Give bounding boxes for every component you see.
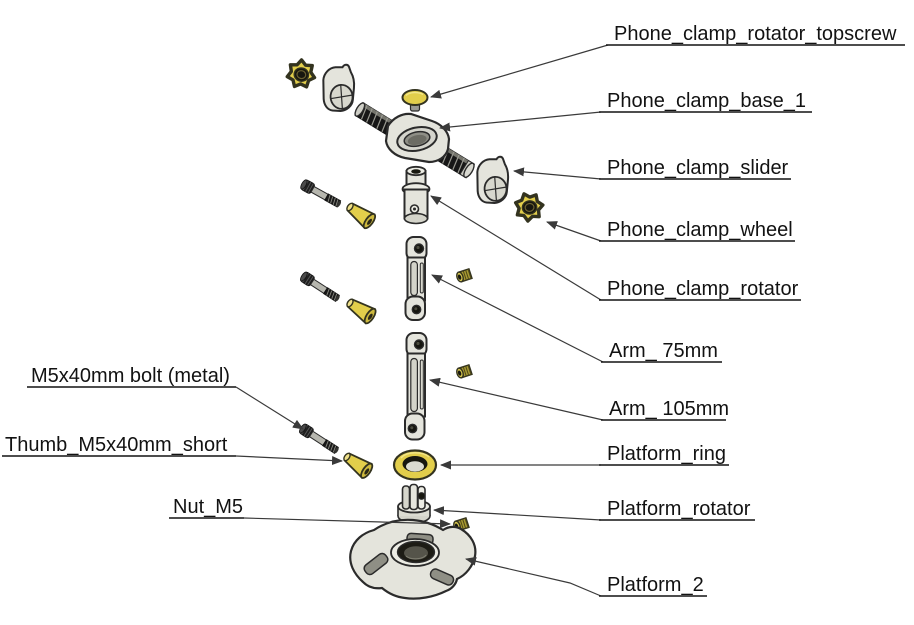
platform-rotator-part — [397, 483, 431, 524]
phone-clamp-wheel-right-part — [512, 189, 547, 225]
leader-arm-75mm — [431, 274, 604, 363]
label-phone-clamp-slider: Phone_clamp_slider — [607, 157, 789, 179]
label-m5x40mm-bolt: M5x40mm bolt (metal) — [31, 365, 230, 387]
leaders-layer — [235, 44, 609, 597]
leader-phone-clamp-rotator-topscrew — [430, 44, 609, 99]
label-nut-m5: Nut_M5 — [173, 496, 243, 518]
label-platform-ring: Platform_ring — [607, 443, 726, 465]
label-phone-clamp-base-1: Phone_clamp_base_1 — [607, 90, 806, 112]
phone-clamp-wheel-left-part — [283, 55, 320, 93]
leader-m5x40mm-bolt — [235, 386, 304, 430]
label-platform-2: Platform_2 — [607, 574, 704, 596]
parts-layer — [283, 55, 547, 600]
nut-m5-middle-part — [454, 364, 473, 380]
phone-clamp-slider-left-part — [320, 63, 357, 114]
leader-phone-clamp-slider — [513, 167, 602, 180]
phone-clamp-rotator-topscrew-part — [401, 89, 429, 112]
label-arm-105mm: Arm_ 105mm — [609, 398, 729, 420]
leader-nut-m5 — [243, 517, 451, 529]
leader-phone-clamp-base-1 — [439, 111, 602, 132]
leader-phone-clamp-wheel — [546, 221, 602, 242]
arm-75mm-part — [404, 236, 428, 321]
m5x40mm-bolt-middle-part — [298, 270, 343, 305]
label-platform-rotator: Platform_rotator — [607, 498, 751, 520]
label-thumb-m5x40mm-short: Thumb_M5x40mm_short — [5, 434, 228, 456]
leader-thumb-m5x40mm-short — [235, 455, 343, 466]
label-phone-clamp-wheel: Phone_clamp_wheel — [607, 219, 793, 241]
platform-2-part — [349, 518, 477, 600]
thumb-m5x40mm-short-bottom-part — [339, 447, 376, 481]
label-phone-clamp-rotator: Phone_clamp_rotator — [607, 278, 799, 300]
leader-arm-105mm — [429, 377, 604, 421]
m5x40mm-bolt-top-part — [298, 178, 344, 210]
thumb-m5x40mm-short-middle-part — [342, 293, 379, 326]
nut-m5-top-part — [454, 268, 473, 284]
thumb-m5x40mm-short-top-part — [342, 197, 379, 231]
label-phone-clamp-rotator-topscrew: Phone_clamp_rotator_topscrew — [614, 23, 897, 45]
labels-layer: Phone_clamp_rotator_topscrew Phone_clamp… — [2, 23, 905, 597]
phone-clamp-base-1-part — [354, 101, 476, 179]
label-arm-75mm: Arm_ 75mm — [609, 340, 718, 362]
leader-phone-clamp-rotator — [430, 195, 602, 301]
platform-ring-part — [392, 449, 438, 481]
arm-105mm-part — [404, 332, 428, 441]
phone-clamp-slider-right-part — [474, 155, 511, 206]
leader-platform-2 — [465, 556, 602, 597]
phone-clamp-rotator-part — [401, 165, 431, 225]
m5x40mm-bolt-bottom-part — [297, 422, 342, 457]
leader-platform-rotator — [433, 506, 602, 521]
